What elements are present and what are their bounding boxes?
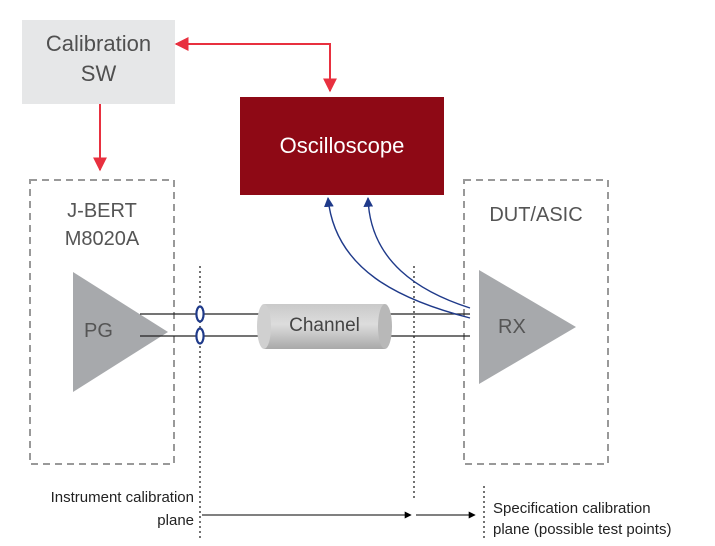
calibration-sw-label-line1: Calibration bbox=[45, 31, 152, 56]
pg-label: PG bbox=[84, 320, 113, 342]
specification-plane-label-line1: Specification calibration bbox=[493, 500, 651, 517]
rx-label: RX bbox=[498, 316, 526, 338]
specification-plane-label-line2: plane (possible test points) bbox=[493, 521, 672, 538]
calibration-sw-box bbox=[22, 20, 175, 104]
dut-dashed-box bbox=[463, 179, 609, 465]
connector-bottom bbox=[195, 327, 205, 345]
probe-arrow-outer bbox=[323, 197, 471, 319]
channel-cylinder bbox=[257, 304, 392, 349]
connector-top bbox=[195, 305, 205, 323]
jbert-label-line1: J-BERT bbox=[67, 200, 137, 222]
probe-arrow-inner bbox=[363, 197, 471, 309]
jbert-dashed-box bbox=[29, 179, 175, 465]
channel-label: Channel bbox=[289, 315, 360, 336]
cal-osc-arrow bbox=[174, 37, 337, 93]
pg-triangle bbox=[73, 272, 168, 392]
calibration-sw-label-line2: SW bbox=[80, 61, 117, 86]
jbert-label-line2: M8020A bbox=[64, 228, 140, 250]
instrument-plane-label-line2: plane bbox=[157, 512, 194, 529]
dut-label: DUT/ASIC bbox=[489, 204, 583, 226]
rx-triangle bbox=[479, 270, 576, 384]
oscilloscope-label: Oscilloscope bbox=[279, 133, 405, 158]
oscilloscope-box bbox=[240, 97, 444, 195]
instrument-plane-label-line1: Instrument calibration bbox=[50, 489, 194, 506]
